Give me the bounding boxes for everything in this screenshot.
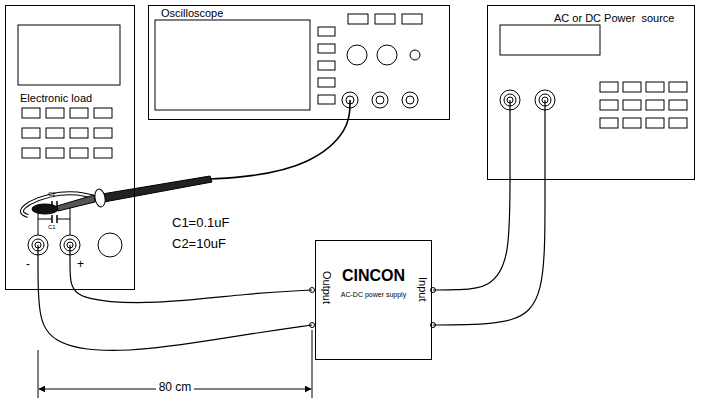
device-label: Oscilloscope <box>161 7 223 20</box>
scope-bnc-inputs <box>342 92 418 108</box>
product-label: AC-DC power supply <box>341 291 406 299</box>
load-button <box>94 108 112 118</box>
scope-screen <box>155 20 310 110</box>
load-button <box>94 128 112 138</box>
source-button <box>646 118 664 128</box>
dimension-line <box>38 330 312 398</box>
wire <box>38 245 312 350</box>
source-buttons <box>600 82 687 128</box>
device-label: AC or DC Power source <box>554 12 674 25</box>
source-button <box>669 100 687 110</box>
source-display <box>500 25 600 55</box>
load-button <box>46 108 64 118</box>
part-label: C2 <box>48 191 56 198</box>
load-button <box>46 128 64 138</box>
source-button <box>623 118 641 128</box>
source-terminals <box>500 90 555 110</box>
power-supply-box: CINCON AC-DC power supply Output Input <box>315 240 432 360</box>
load-terminals <box>28 235 80 255</box>
scope-button <box>375 14 395 24</box>
scope-button <box>402 14 422 24</box>
polarity-mark: - <box>26 258 30 272</box>
scope-button <box>318 44 335 53</box>
wire <box>433 100 510 290</box>
component-value: C1=0.1uF <box>172 216 229 231</box>
device-label: Electronic load <box>20 92 92 105</box>
source-button <box>623 82 641 92</box>
load-button <box>94 148 112 158</box>
load-button <box>70 108 88 118</box>
source-button <box>600 82 618 92</box>
brand-name: CINCON <box>342 267 405 285</box>
component-value: C2=10uF <box>172 237 226 252</box>
oscilloscope: Oscilloscope <box>148 5 450 120</box>
wire <box>433 100 545 325</box>
scope-knobs <box>347 45 420 65</box>
load-button <box>70 148 88 158</box>
scope-button <box>318 78 335 87</box>
source-button <box>669 82 687 92</box>
source-button <box>646 82 664 92</box>
scope-button <box>318 61 335 70</box>
probe-cable <box>210 100 350 179</box>
polarity-mark: + <box>77 258 84 272</box>
scope-button <box>318 27 335 36</box>
load-knob <box>98 233 122 257</box>
scope-button <box>348 14 368 24</box>
load-button <box>22 148 40 158</box>
load-buttons <box>22 108 112 158</box>
scope-buttons <box>318 14 422 104</box>
load-button <box>22 108 40 118</box>
port-label: Input <box>416 277 429 301</box>
port-label: Output <box>320 271 333 304</box>
load-button <box>46 148 64 158</box>
dimension-value: 80 cm <box>156 381 195 395</box>
power-source: AC or DC Power source <box>487 5 695 180</box>
scope-probe <box>22 176 212 216</box>
scope-button <box>318 95 335 104</box>
source-button <box>623 100 641 110</box>
load-button <box>70 128 88 138</box>
electronic-load: Electronic load <box>5 5 135 290</box>
load-button <box>22 128 40 138</box>
source-button <box>600 118 618 128</box>
part-label: C1 <box>48 224 56 231</box>
source-button <box>646 100 664 110</box>
source-button <box>669 118 687 128</box>
load-screen <box>18 25 120 85</box>
source-button <box>600 100 618 110</box>
wire <box>70 245 312 303</box>
